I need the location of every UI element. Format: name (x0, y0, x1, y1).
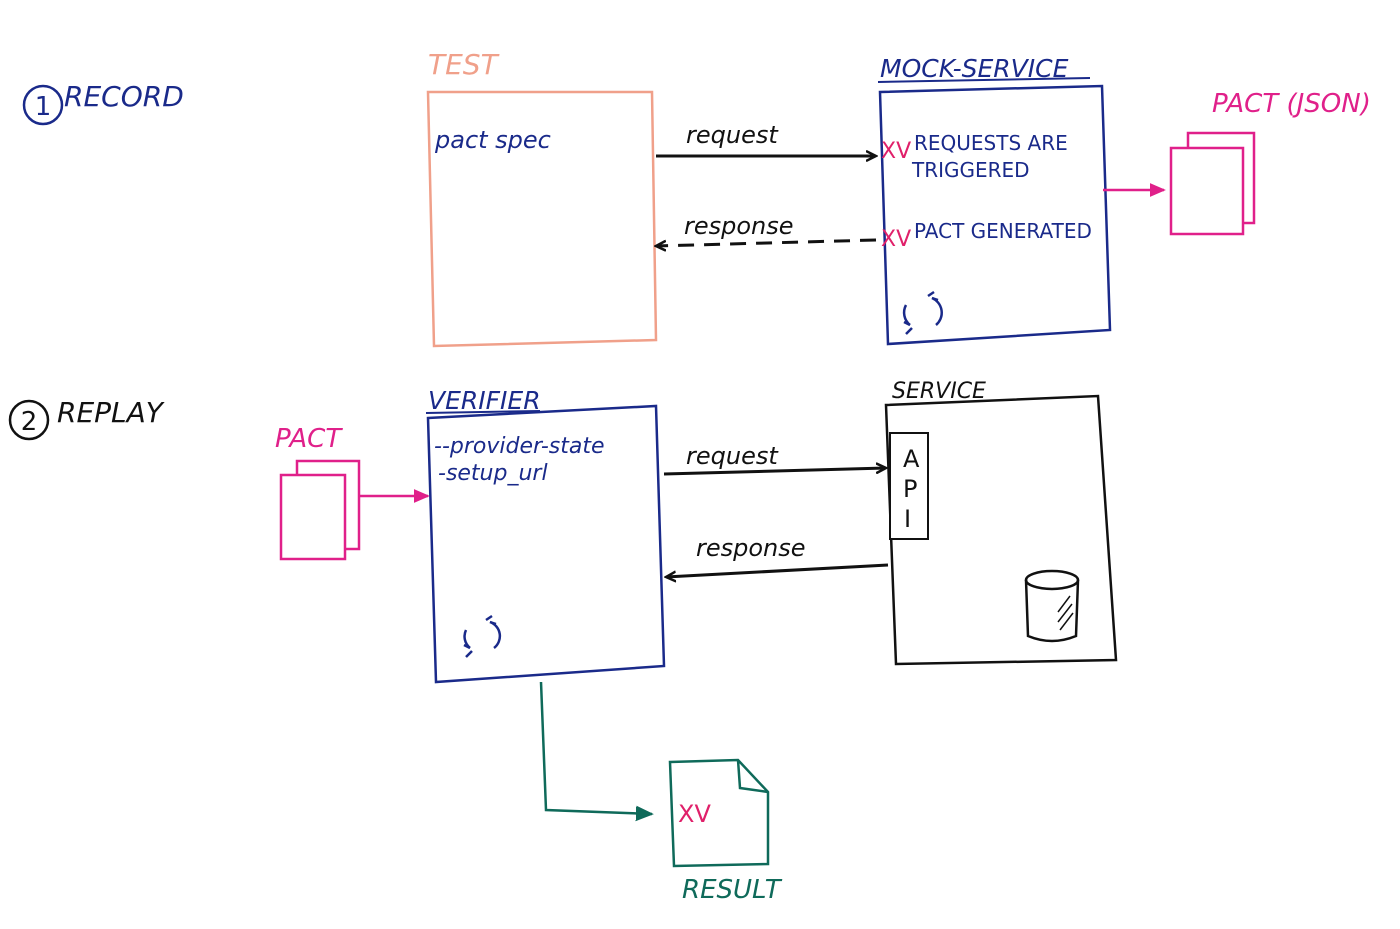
pact-input-doc-front (279, 473, 347, 561)
record-request-arrow: request (656, 121, 876, 156)
api-box: A P I (889, 432, 929, 540)
result-doc-fold (736, 759, 769, 794)
result-mark: XV (678, 800, 711, 828)
replay-response-label: response (696, 534, 806, 562)
api-letter-i: I (904, 505, 911, 533)
step-2-number: 2 (21, 407, 38, 437)
verifier-title: VERIFIER (428, 386, 541, 415)
service-frame (884, 394, 1118, 666)
record-request-label: request (686, 121, 779, 149)
mock-service-title-underline (877, 77, 1091, 83)
service-box: SERVICE A P I (884, 379, 1118, 666)
api-letter-p: P (903, 475, 917, 503)
verifier-title-underline (425, 410, 541, 414)
pact-input: PACT (275, 424, 428, 561)
pact-json-doc-front (1169, 146, 1245, 236)
service-title: SERVICE (892, 379, 986, 404)
verifier-box: VERIFIER --provider-state -setup_url (425, 386, 666, 684)
step-2-circle (8, 399, 50, 441)
replay-request-label: request (686, 442, 779, 470)
pact-json-label: PACT (JSON) (1212, 89, 1371, 119)
verifier-frame (426, 404, 666, 684)
mock-check-2: XV (881, 227, 911, 252)
verifier-line-2: -setup_url (438, 461, 548, 486)
test-box-body: pact spec (434, 126, 551, 154)
test-box-frame (426, 90, 658, 348)
step-1-title: RECORD (64, 80, 184, 113)
verifier-line-1: --provider-state (434, 434, 605, 459)
result-label: RESULT (682, 875, 783, 905)
test-box-title: TEST (428, 48, 500, 81)
replay-response-arrow: response (666, 534, 889, 577)
step-2-title: REPLAY (57, 396, 165, 429)
mock-service-frame (878, 84, 1112, 346)
verifier-refresh-icon (463, 614, 502, 658)
result-doc (668, 758, 770, 868)
database-icon (1024, 569, 1080, 643)
record-response-label: response (684, 212, 794, 240)
record-response-line (656, 238, 877, 246)
api-letter-a: A (903, 445, 920, 473)
step-1-label: 1 RECORD (22, 80, 184, 126)
mock-refresh-icon (902, 290, 943, 335)
replay-request-arrow: request (663, 442, 886, 476)
record-response-arrow: response (656, 212, 877, 246)
mock-check-1: XV (881, 139, 911, 164)
pact-input-label: PACT (275, 424, 343, 454)
step-2-label: 2 REPLAY (8, 396, 165, 441)
api-frame (889, 432, 929, 540)
mock-service-box: MOCK-SERVICE XV REQUESTS ARE TRIGGERED X… (877, 54, 1112, 346)
step-1-circle (22, 84, 64, 126)
step-1-number: 1 (35, 92, 52, 122)
test-box: TEST pact spec (426, 48, 658, 348)
result-output: XV RESULT (539, 681, 783, 905)
replay-response-line (666, 563, 889, 577)
result-arrow (539, 681, 652, 814)
mock-item-2: PACT GENERATED (914, 219, 1092, 243)
mock-item-1-line-2: TRIGGERED (911, 158, 1030, 182)
mock-item-1-line-1: REQUESTS ARE (914, 131, 1068, 155)
replay-request-line (663, 468, 886, 476)
pact-json-output: PACT (JSON) (1103, 89, 1371, 236)
